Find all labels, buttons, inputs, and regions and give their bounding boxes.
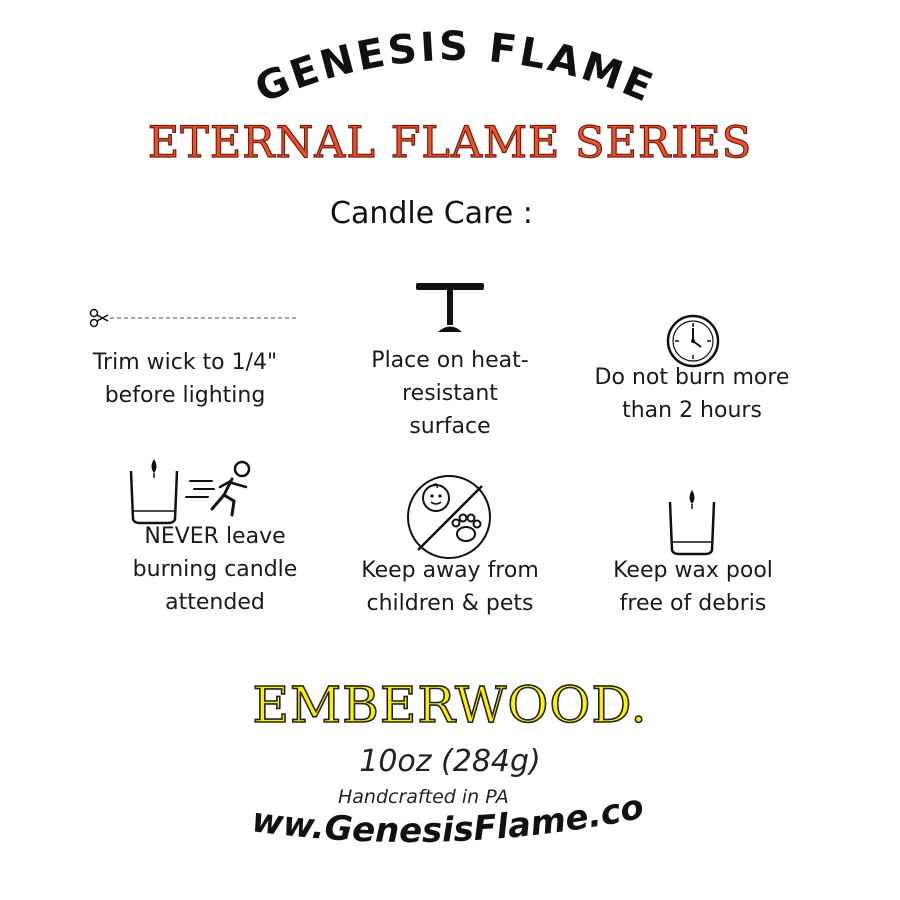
care-label-children-pets: Keep away from children & pets — [361, 558, 539, 616]
scissors-cut-line-icon — [89, 308, 296, 328]
care-label-heat-resistant: Place on heat- resistant surface — [371, 348, 529, 439]
care-label-burn-time: Do not burn more than 2 hours — [594, 365, 790, 423]
care-label-wax-pool: Keep wax pool free of debris — [613, 558, 773, 616]
brand-name-path: GENESIS FLAME — [249, 24, 658, 112]
product-weight: 10oz (284g) — [359, 744, 541, 779]
website-arc: www.GenesisFlame.com — [0, 0, 647, 851]
care-label-trim-wick: Trim wick to 1/4" before lighting — [92, 350, 278, 408]
series-title: ETERNAL FLAME SERIES — [147, 117, 753, 168]
care-label-never-leave: NEVER leave burning candle attended — [132, 524, 298, 615]
care-title: Candle Care : — [330, 196, 533, 231]
product-origin: Handcrafted in PA — [338, 786, 509, 808]
table-icon — [416, 283, 484, 332]
clock-icon — [666, 314, 720, 368]
no-children-pets-icon — [407, 475, 491, 559]
brand-name: GENESIS FLAME — [249, 24, 661, 112]
product-name: EMBERWOOD. — [252, 675, 648, 735]
brand-arc: GENESIS FLAME — [249, 24, 661, 112]
candle-running-person-icon — [129, 459, 251, 525]
candle-jar-icon — [668, 490, 716, 556]
